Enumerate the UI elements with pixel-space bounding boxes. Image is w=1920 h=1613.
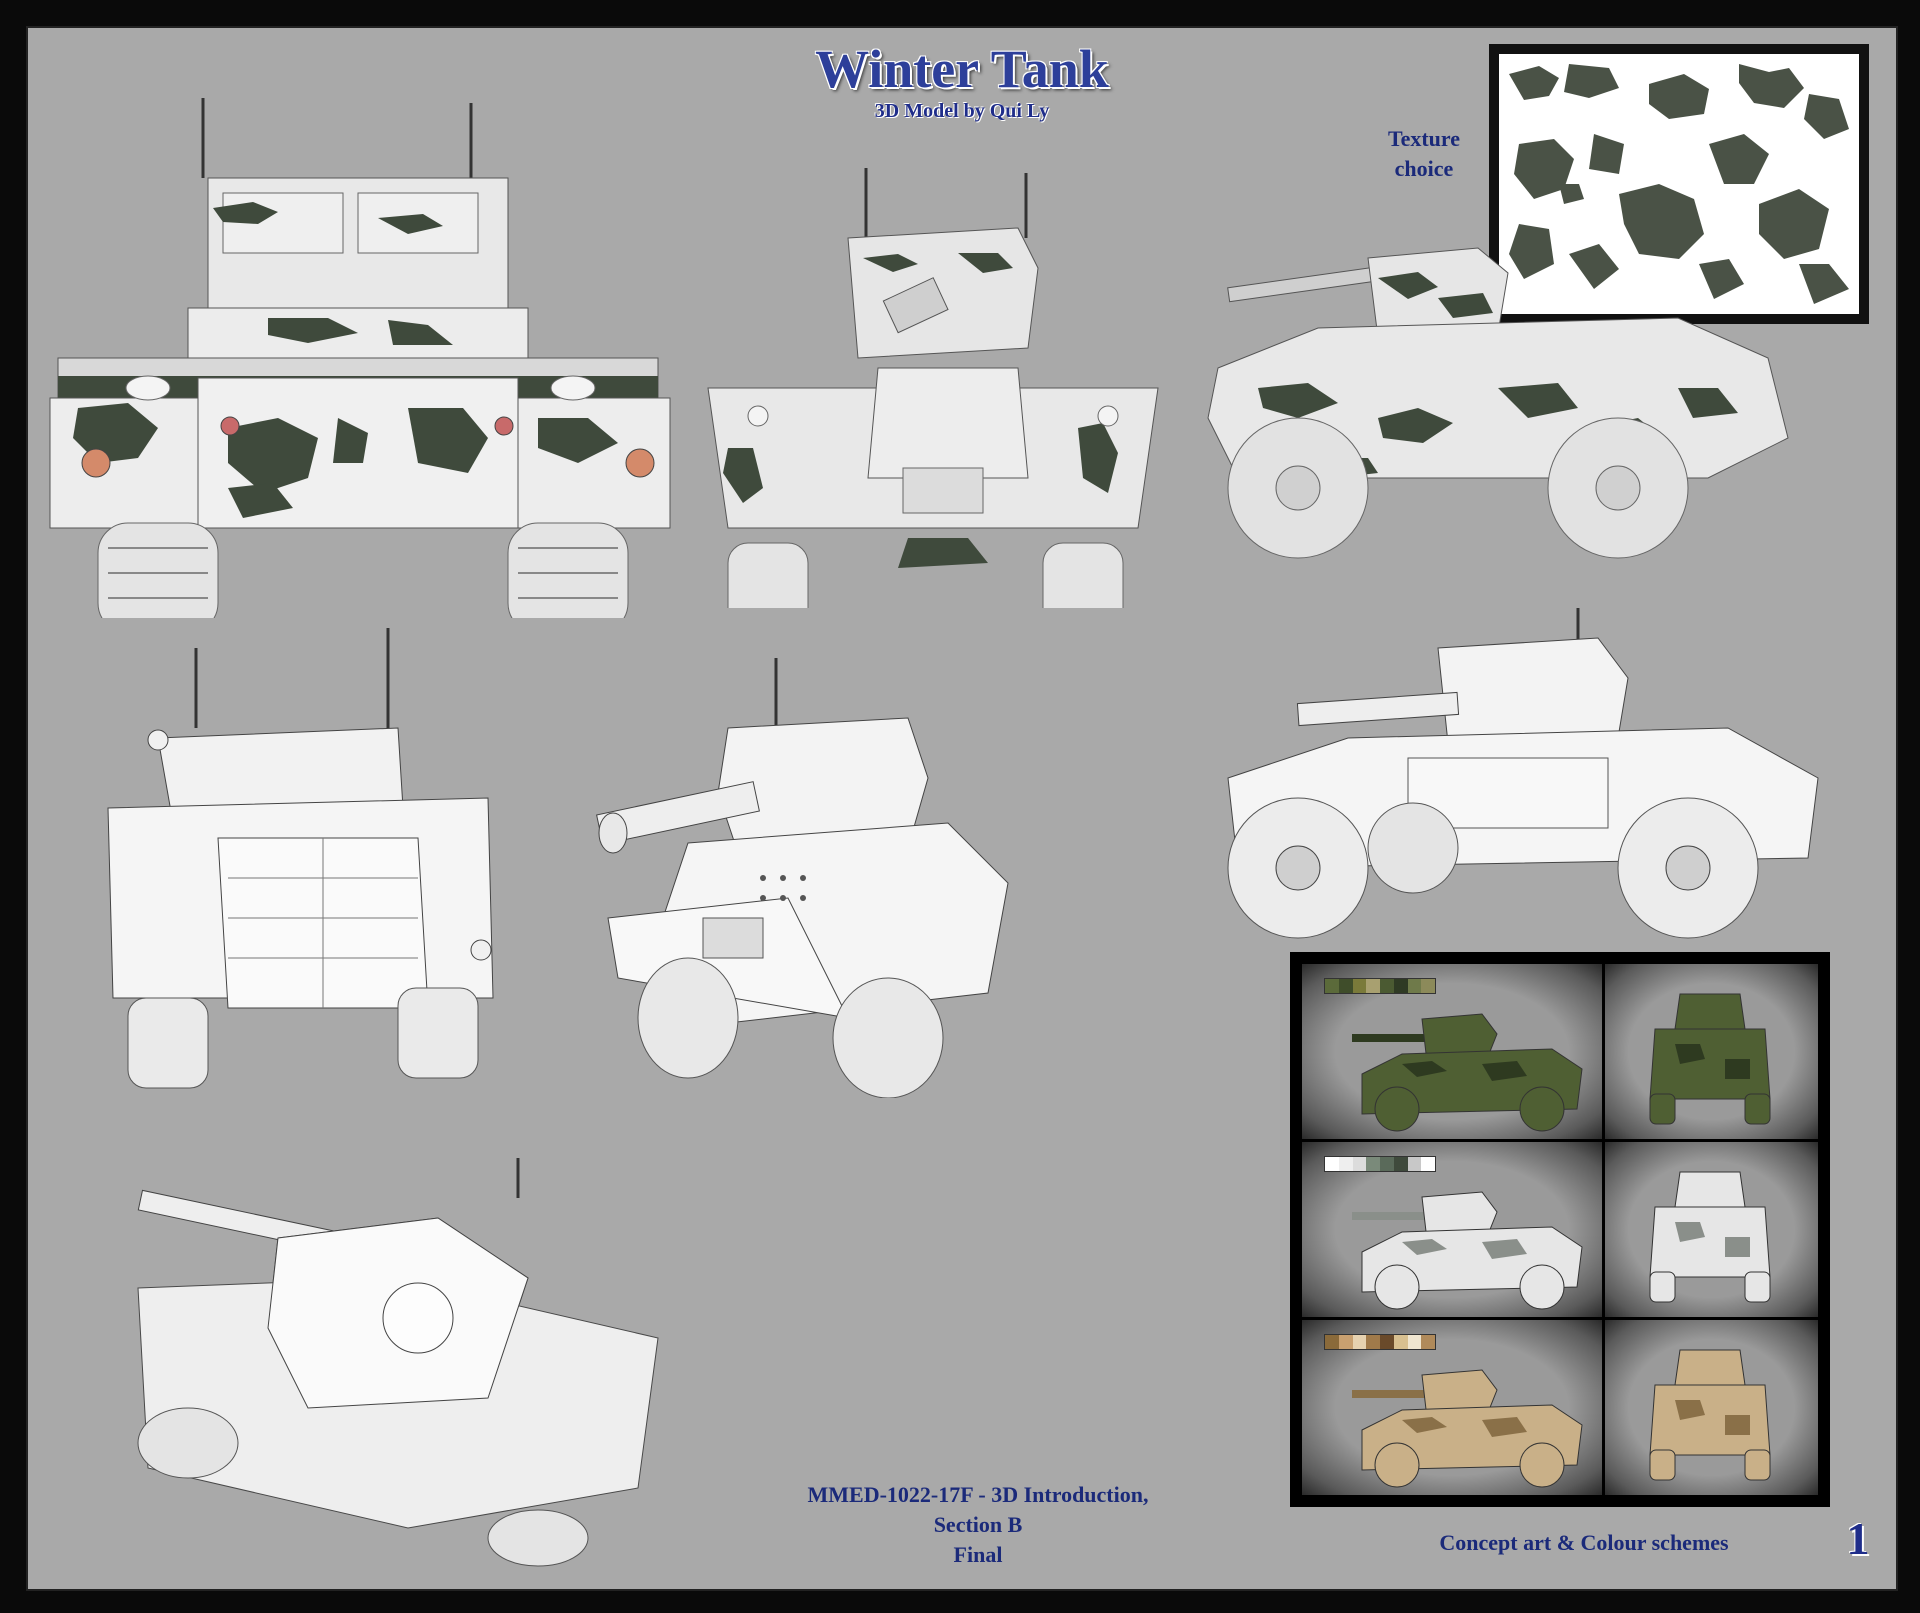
swatch-chip xyxy=(1325,979,1339,993)
scheme-front-winter xyxy=(1605,1142,1818,1317)
scheme-side-winter xyxy=(1302,1142,1602,1317)
winter-camo-texture xyxy=(1499,54,1859,314)
scheme-side-green xyxy=(1302,964,1602,1139)
swatch-chip xyxy=(1407,979,1422,993)
swatch-desert xyxy=(1324,1334,1436,1350)
scheme-side-render xyxy=(1352,1013,1583,1132)
swatch-chip xyxy=(1407,1157,1422,1171)
swatch-chip xyxy=(1338,1335,1353,1349)
scheme-front-render xyxy=(1649,993,1771,1125)
texture-swatch xyxy=(1489,44,1869,324)
render-front-view xyxy=(38,58,678,618)
render-front-3q-wireframe-view xyxy=(588,628,1068,1098)
swatch-chip xyxy=(1393,1157,1408,1171)
swatch-chip xyxy=(1421,979,1435,993)
swatch-chip xyxy=(1380,1335,1394,1349)
swatch-chip xyxy=(1352,979,1367,993)
colour-schemes-grid xyxy=(1302,964,1818,1495)
scheme-front-render xyxy=(1649,1349,1771,1481)
swatch-green xyxy=(1324,978,1436,994)
scheme-front-green xyxy=(1605,964,1818,1139)
swatch-chip xyxy=(1380,1157,1394,1171)
swatch-chip xyxy=(1421,1335,1435,1349)
swatch-chip xyxy=(1393,1335,1408,1349)
swatch-chip xyxy=(1352,1335,1367,1349)
swatch-chip xyxy=(1366,1157,1380,1171)
swatch-chip xyxy=(1338,979,1353,993)
poster-subtitle: 3D Model by Qui Ly xyxy=(874,100,1050,122)
colour-schemes-panel xyxy=(1290,952,1830,1507)
page-number: 1 xyxy=(1846,1513,1870,1564)
swatch-chip xyxy=(1325,1335,1339,1349)
scheme-side-desert xyxy=(1302,1320,1602,1495)
course-info: MMED-1022-17F - 3D Introduction, Section… xyxy=(768,1480,1188,1570)
render-side-wireframe-view xyxy=(1218,588,1838,988)
texture-label: Texture choice xyxy=(1364,124,1484,184)
course-line3: Final xyxy=(953,1542,1003,1567)
course-line1: MMED-1022-17F - 3D Introduction, xyxy=(807,1482,1149,1507)
texture-label-line2: choice xyxy=(1394,156,1454,181)
swatch-winter xyxy=(1324,1156,1436,1172)
render-front-angled-view xyxy=(668,168,1188,608)
scheme-side-render xyxy=(1352,1369,1583,1488)
texture-label-line1: Texture xyxy=(1387,126,1461,151)
render-rear-wireframe-view xyxy=(88,628,588,1098)
scheme-front-render xyxy=(1649,1171,1771,1303)
swatch-chip xyxy=(1366,979,1380,993)
swatch-chip xyxy=(1352,1157,1367,1171)
swatch-chip xyxy=(1366,1335,1380,1349)
render-top-down-wireframe-view xyxy=(118,1158,738,1568)
poster-board: Winter Tank 3D Model by Qui Ly Texture c… xyxy=(26,26,1898,1591)
swatch-chip xyxy=(1325,1157,1339,1171)
poster-title: Winter Tank xyxy=(815,39,1109,99)
scheme-front-desert xyxy=(1605,1320,1818,1495)
swatch-chip xyxy=(1407,1335,1422,1349)
concept-label: Concept art & Colour schemes xyxy=(1439,1530,1729,1555)
scheme-side-render xyxy=(1352,1191,1583,1310)
swatch-chip xyxy=(1380,979,1394,993)
swatch-chip xyxy=(1338,1157,1353,1171)
swatch-chip xyxy=(1421,1157,1435,1171)
swatch-chip xyxy=(1393,979,1408,993)
render-side-camo-view xyxy=(1198,218,1818,598)
course-line2: Section B xyxy=(933,1512,1023,1537)
